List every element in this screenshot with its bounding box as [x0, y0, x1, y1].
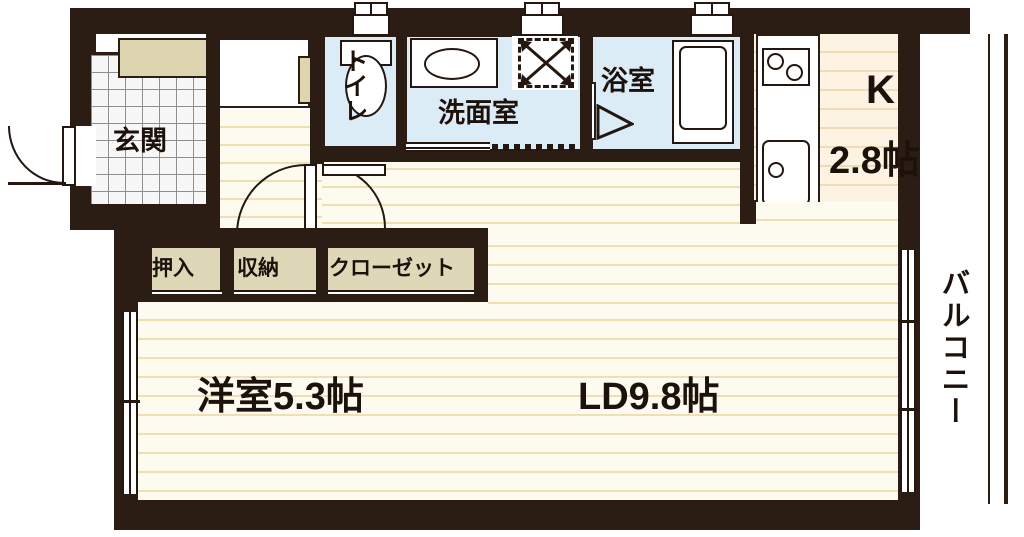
ld-upper-floor-area	[488, 228, 898, 304]
wall-hall-left	[206, 110, 220, 230]
wall-kitchen-right	[896, 8, 920, 220]
washer-pan	[518, 38, 574, 88]
balcony-outer-edge	[1004, 34, 1008, 504]
wall-entryclose-top	[206, 34, 324, 40]
wall-storage-divider-2	[316, 228, 328, 296]
bathtub-inner	[679, 46, 727, 130]
washer-pan-cross-icon	[520, 40, 572, 86]
entry-door-leaf[interactable]	[62, 126, 76, 186]
hallway-door-1-leaf[interactable]	[304, 164, 317, 234]
toilet-duct	[352, 14, 390, 36]
toilet-vent-divider	[370, 2, 372, 16]
sliding-door-mullion-2	[898, 408, 918, 411]
wall-bath-kitchen	[740, 34, 754, 224]
main-floor-area	[138, 302, 898, 500]
sink-drain-icon	[768, 162, 784, 178]
balcony-label: バルコニー	[937, 268, 969, 428]
wall-kitchen-step	[740, 200, 756, 224]
bathroom-label: 浴室	[601, 66, 655, 96]
closet-label: クローゼット	[329, 257, 455, 280]
living-dining-label: LD9.8帖	[578, 376, 720, 418]
washroom-label: 洗面室	[438, 98, 519, 128]
bedroom-window[interactable]	[122, 312, 138, 494]
genkan-label: 玄関	[113, 126, 167, 156]
washroom-vent-divider	[541, 2, 543, 16]
shuno-label: 収納	[237, 257, 279, 280]
wash-basin-bowl	[424, 48, 480, 80]
toilet-tank	[340, 40, 392, 66]
washroom-dotted-threshold	[492, 144, 584, 151]
wall-storage-divider-1	[222, 228, 234, 296]
wall-storage-left-end	[138, 228, 152, 296]
genkan-area	[88, 52, 216, 210]
entry-closet	[218, 36, 310, 108]
bedroom-label: 洋室5.3帖	[197, 376, 364, 418]
kitchen-letter-label: K	[866, 68, 895, 112]
wall-washbasin-bottom	[322, 146, 406, 162]
wall-genkan-bottom	[88, 204, 220, 228]
sliding-door-mullion-1	[898, 320, 918, 323]
wall-storage-bottom	[138, 294, 490, 302]
oshiire-label: 押入	[152, 257, 194, 280]
ld-upper-right-area	[740, 202, 898, 234]
wall-storage-top	[138, 228, 490, 248]
hallway-door-2-leaf[interactable]	[322, 164, 386, 176]
toilet-bowl	[345, 55, 387, 117]
kitchen-size-label: 2.8帖	[829, 140, 920, 182]
wall-storage-right-end	[474, 228, 488, 296]
stove-burner-1-icon	[767, 53, 784, 70]
bathroom-duct	[690, 14, 734, 36]
wall-washroom-bath	[580, 34, 592, 152]
wall-hall-toilet	[310, 34, 324, 164]
wall-genkan-right	[206, 34, 220, 112]
balcony-sliding-door[interactable]	[900, 250, 916, 492]
wall-bottom	[114, 500, 914, 530]
bedroom-window-mullion	[120, 400, 140, 403]
wall-wetzone-bottom	[404, 152, 748, 162]
wall-toilet-washroom	[396, 34, 406, 152]
stove-burner-2-icon	[786, 64, 803, 81]
entry-door-threshold	[8, 182, 66, 185]
hallway-area-right	[322, 152, 740, 228]
shoe-cabinet	[118, 38, 216, 78]
balcony-inner-line	[988, 34, 990, 504]
bathroom-vent-divider	[711, 2, 713, 16]
washroom-duct	[520, 14, 564, 36]
washroom-sliding-door[interactable]	[404, 142, 490, 152]
toilet-label: トイレ	[340, 48, 368, 123]
wall-right-upper	[944, 8, 970, 34]
bathroom-door-triangle-icon	[596, 104, 634, 140]
entry-door-swing-arc	[8, 126, 64, 184]
